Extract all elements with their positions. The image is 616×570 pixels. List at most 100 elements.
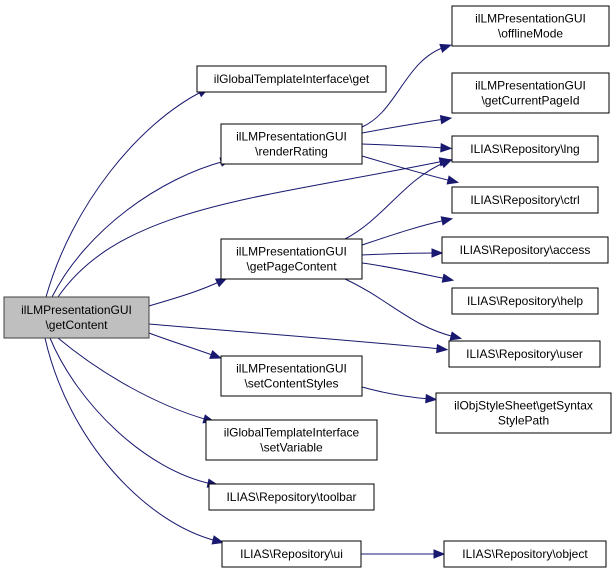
node-box: [451, 72, 610, 114]
node-label: ILIAS\Repository\toolbar: [226, 490, 356, 504]
edge-root-to-setContentStyles: [148, 332, 222, 359]
node-box: [448, 340, 601, 368]
edge-renderRating-to-ctrl: [361, 155, 460, 185]
edge-setContentStyles-to-syntaxStylePath: [361, 386, 438, 404]
edge-line: [148, 332, 216, 357]
edges-layer: [44, 43, 463, 559]
edge-line: [361, 262, 448, 280]
node-label: ILIAS\Repository\ui: [240, 547, 343, 561]
edge-renderRating-to-getCurrentPageId: [361, 114, 453, 134]
node-offlineMode[interactable]: ilLMPresentationGUI\offlineMode: [451, 5, 610, 47]
node-box: [208, 483, 375, 511]
node-box: [451, 186, 599, 214]
node-label: \setContentStyles: [244, 377, 338, 391]
node-ui[interactable]: ILIAS\Repository\ui: [221, 540, 362, 568]
edge-renderRating-to-lng: [361, 142, 453, 153]
arrowhead-icon: [440, 216, 454, 226]
node-gti_get[interactable]: ilGlobalTemplateInterface\get: [196, 65, 387, 93]
node-label: \getContent: [45, 318, 108, 332]
node-label: ilGlobalTemplateInterface: [224, 426, 360, 440]
edge-root-to-toolbar: [49, 337, 220, 488]
node-box: [3, 296, 150, 339]
edge-line: [361, 155, 453, 182]
edge-line: [44, 337, 218, 542]
node-label: \getCurrentPageId: [481, 94, 579, 108]
node-label: \setVariable: [260, 441, 323, 455]
edge-line: [361, 219, 447, 246]
arrowhead-icon: [446, 175, 460, 185]
edge-root-to-getPageContent: [148, 277, 228, 307]
node-label: ILIAS\Repository\help: [467, 294, 583, 308]
node-help[interactable]: ILIAS\Repository\help: [451, 287, 599, 315]
node-object[interactable]: ILIAS\Repository\object: [443, 540, 607, 568]
node-access[interactable]: ILIAS\Repository\access: [441, 236, 609, 264]
arrowhead-icon: [433, 549, 446, 559]
node-user[interactable]: ILIAS\Repository\user: [448, 340, 601, 368]
edge-line: [49, 337, 213, 485]
edge-getPageContent-to-lng: [344, 159, 453, 240]
node-label: ILIAS\Repository\ctrl: [470, 193, 579, 207]
node-box: [221, 540, 362, 568]
node-box: [451, 287, 599, 315]
node-label: ilLMPresentationGUI: [21, 303, 132, 317]
arrowhead-icon: [441, 273, 455, 283]
edge-line: [361, 118, 446, 134]
node-box: [441, 236, 609, 264]
node-label: ilLMPresentationGUI: [475, 12, 586, 26]
arrowhead-icon: [425, 393, 438, 404]
node-renderRating[interactable]: ilLMPresentationGUI\renderRating: [220, 123, 363, 165]
node-label: ILIAS\Repository\access: [460, 243, 591, 257]
edge-line: [344, 278, 456, 338]
edge-getPageContent-to-access: [361, 248, 444, 258]
arrowhead-icon: [449, 331, 463, 341]
node-label: \getPageContent: [246, 260, 337, 274]
edge-line: [57, 337, 209, 421]
node-label: \offlineMode: [498, 27, 563, 41]
edge-line: [361, 143, 446, 149]
edge-line: [57, 160, 445, 298]
node-setContentStyles[interactable]: ilLMPresentationGUI\setContentStyles: [220, 355, 363, 397]
nodes-layer: ilLMPresentationGUI\getContentilGlobalTe…: [3, 5, 612, 568]
node-lng[interactable]: ILIAS\Repository\lng: [451, 135, 599, 163]
arrowhead-icon: [214, 277, 228, 288]
node-box: [220, 123, 363, 165]
node-box: [443, 540, 607, 568]
edge-line: [45, 90, 204, 298]
edge-ui-to-object: [361, 549, 446, 559]
node-ctrl[interactable]: ILIAS\Repository\ctrl: [451, 186, 599, 214]
edge-line: [361, 252, 437, 256]
arrowhead-icon: [431, 248, 444, 258]
node-box: [205, 419, 378, 461]
node-box: [451, 135, 599, 163]
node-toolbar[interactable]: ILIAS\Repository\toolbar: [208, 483, 375, 511]
node-box: [220, 355, 363, 397]
node-box: [196, 65, 387, 93]
node-getCurrentPageId[interactable]: ilLMPresentationGUI\getCurrentPageId: [451, 72, 610, 114]
arrowhead-icon: [440, 142, 453, 153]
node-label: ilLMPresentationGUI: [236, 130, 347, 144]
edge-root-to-setVariable: [57, 337, 216, 424]
edge-line: [361, 46, 446, 128]
edge-line: [148, 323, 442, 350]
arrowhead-icon: [439, 43, 452, 53]
node-label: ILIAS\Repository\object: [462, 547, 588, 561]
node-setVariable[interactable]: ilGlobalTemplateInterface\setVariable: [205, 419, 378, 461]
node-label: ILIAS\Repository\user: [466, 347, 583, 361]
node-getPageContent[interactable]: ilLMPresentationGUI\getPageContent: [220, 238, 363, 280]
edge-getPageContent-to-help: [361, 262, 455, 283]
node-label: ilLMPresentationGUI: [236, 245, 347, 259]
node-label: StylePath: [498, 414, 549, 428]
node-root[interactable]: ilLMPresentationGUI\getContent: [3, 296, 150, 339]
edge-line: [344, 161, 447, 240]
arrowhead-icon: [440, 159, 453, 169]
node-box: [451, 5, 610, 47]
edge-getPageContent-to-ctrl: [361, 216, 454, 246]
edge-renderRating-to-offlineMode: [361, 43, 452, 128]
arrowhead-icon: [436, 343, 449, 354]
edge-getPageContent-to-user: [344, 278, 463, 341]
edge-line: [148, 280, 222, 307]
edge-root-to-ui: [44, 337, 225, 545]
edge-root-to-user: [148, 323, 449, 354]
